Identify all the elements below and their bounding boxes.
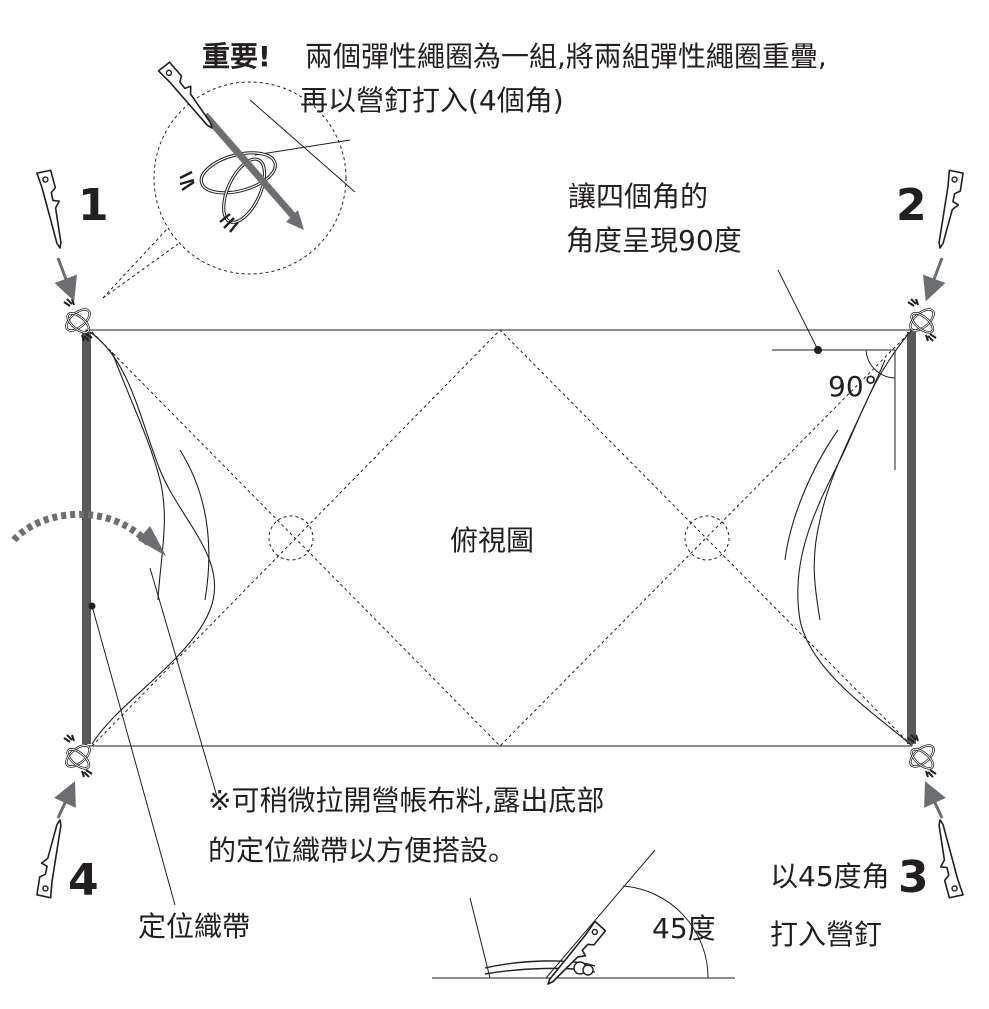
right-angle-marker bbox=[772, 269, 896, 470]
tip-line2: 的定位織帶以方便搭設。 bbox=[208, 834, 517, 867]
positioning-strap-right bbox=[907, 332, 916, 744]
stake-45-note-line2: 打入營釘 bbox=[770, 918, 883, 951]
top-view-label: 俯視圖 bbox=[450, 524, 535, 557]
header-note-line2: 再以營釘打入(4個角) bbox=[300, 84, 564, 117]
angle-45-label: 45度 bbox=[652, 912, 716, 945]
tip-leader bbox=[149, 567, 219, 801]
bungee-loops-corner-1 bbox=[61, 297, 95, 343]
corner-number-2: 2 bbox=[896, 180, 927, 231]
corner-number-1: 1 bbox=[78, 180, 109, 231]
fabric-folds bbox=[89, 331, 911, 745]
important-label: 重要! bbox=[202, 40, 271, 73]
tip-line1: ※可稍微拉開營帳布料,露出底部 bbox=[208, 784, 605, 817]
corner-number-4: 4 bbox=[68, 855, 99, 906]
strap-label: 定位織帶 bbox=[138, 910, 251, 943]
stake-corner-2 bbox=[932, 169, 966, 251]
bungee-loops-corner-3 bbox=[905, 733, 939, 779]
angle-90-label: 90° bbox=[828, 370, 878, 403]
strap-leader bbox=[88, 602, 176, 906]
drive-arrows bbox=[54, 257, 946, 819]
stake-45-illustration bbox=[432, 849, 735, 991]
header-note-line1: 兩個彈性繩圈為一組,將兩組彈性繩圈重疊, bbox=[305, 40, 827, 73]
stake-45-note-line1: 以45度角 bbox=[770, 860, 890, 893]
positioning-strap-left bbox=[82, 332, 91, 744]
lift-fabric-arrow bbox=[11, 510, 166, 556]
right-angle-note-line2: 角度呈現90度 bbox=[566, 224, 742, 257]
dotted-guide-lines bbox=[91, 329, 913, 747]
zoom-detail-bubble bbox=[102, 81, 356, 299]
stake-corner-3 bbox=[930, 817, 964, 899]
stake-corner-1 bbox=[36, 169, 70, 251]
stake-corner-4 bbox=[34, 817, 68, 899]
right-angle-note-line1: 讓四個角的 bbox=[568, 180, 709, 213]
corner-number-3: 3 bbox=[898, 852, 929, 903]
